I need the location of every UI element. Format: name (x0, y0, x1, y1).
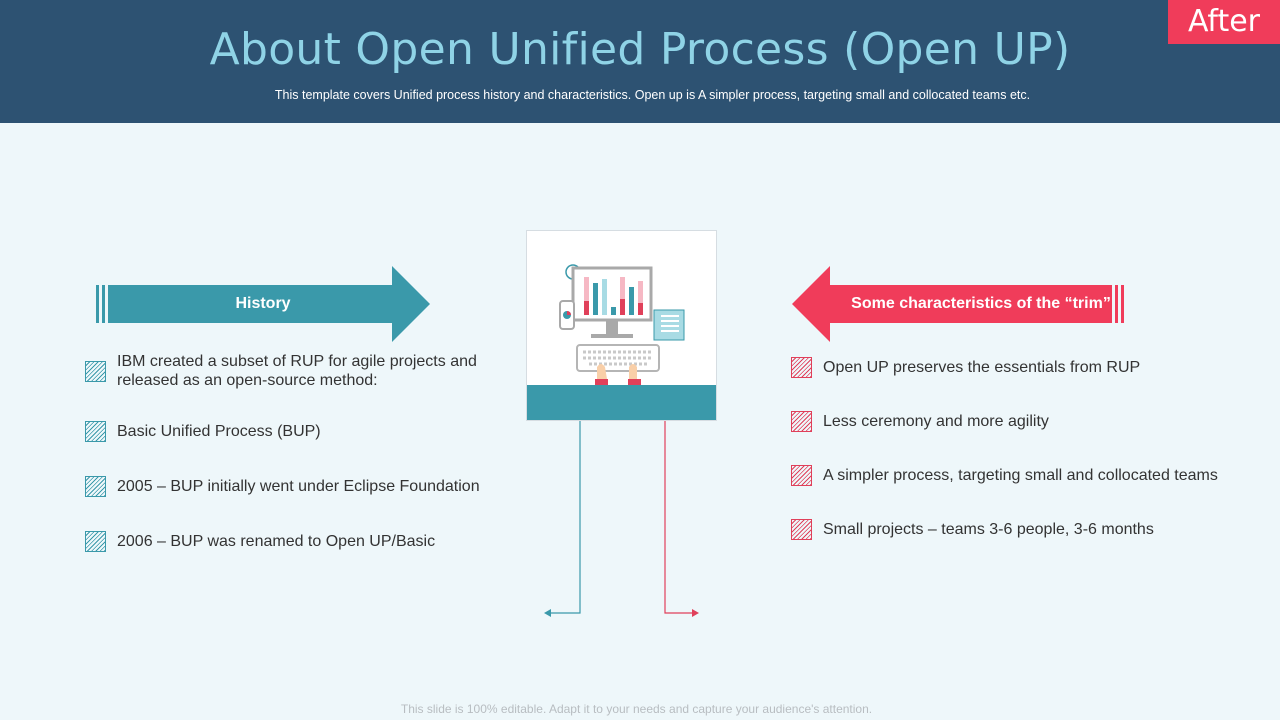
history-arrow (96, 266, 430, 342)
characteristics-arrow (792, 266, 1124, 342)
computer-illustration (559, 264, 685, 387)
characteristic-item: A simpler process, targeting small and c… (791, 465, 1261, 486)
teal-hatched-square-icon (85, 531, 106, 552)
teal-hatched-square-icon (85, 476, 106, 497)
page-title: About Open Unified Process (Open UP) (209, 24, 1071, 75)
teal-hatched-square-icon (85, 421, 106, 442)
characteristic-item: Open UP preserves the essentials from RU… (791, 357, 1241, 378)
page-subtitle: This template covers Unified process his… (274, 88, 1031, 102)
characteristic-item: Small projects – teams 3-6 people, 3-6 m… (791, 519, 1241, 540)
red-hatched-square-icon (791, 357, 812, 378)
header-band (0, 0, 1280, 123)
card-base-bar (527, 385, 716, 420)
history-heading: History (235, 295, 291, 312)
connector-lines (544, 421, 699, 617)
characteristic-item: Less ceremony and more agility (791, 411, 1241, 432)
red-hatched-square-icon (791, 465, 812, 486)
history-item: IBM created a subset of RUP for agile pr… (85, 352, 485, 390)
red-hatched-square-icon (791, 519, 812, 540)
history-item: Basic Unified Process (BUP) (85, 421, 505, 442)
computer-illustration-card (526, 230, 717, 421)
history-item: 2006 – BUP was renamed to Open UP/Basic (85, 531, 505, 552)
red-hatched-square-icon (791, 411, 812, 432)
footer-note: This slide is 100% editable. Adapt it to… (400, 702, 873, 716)
characteristics-heading: Some characteristics of the “trim” (851, 295, 1111, 312)
history-item: 2005 – BUP initially went under Eclipse … (85, 476, 505, 497)
teal-hatched-square-icon (85, 360, 106, 382)
after-badge: After (1168, 0, 1280, 44)
